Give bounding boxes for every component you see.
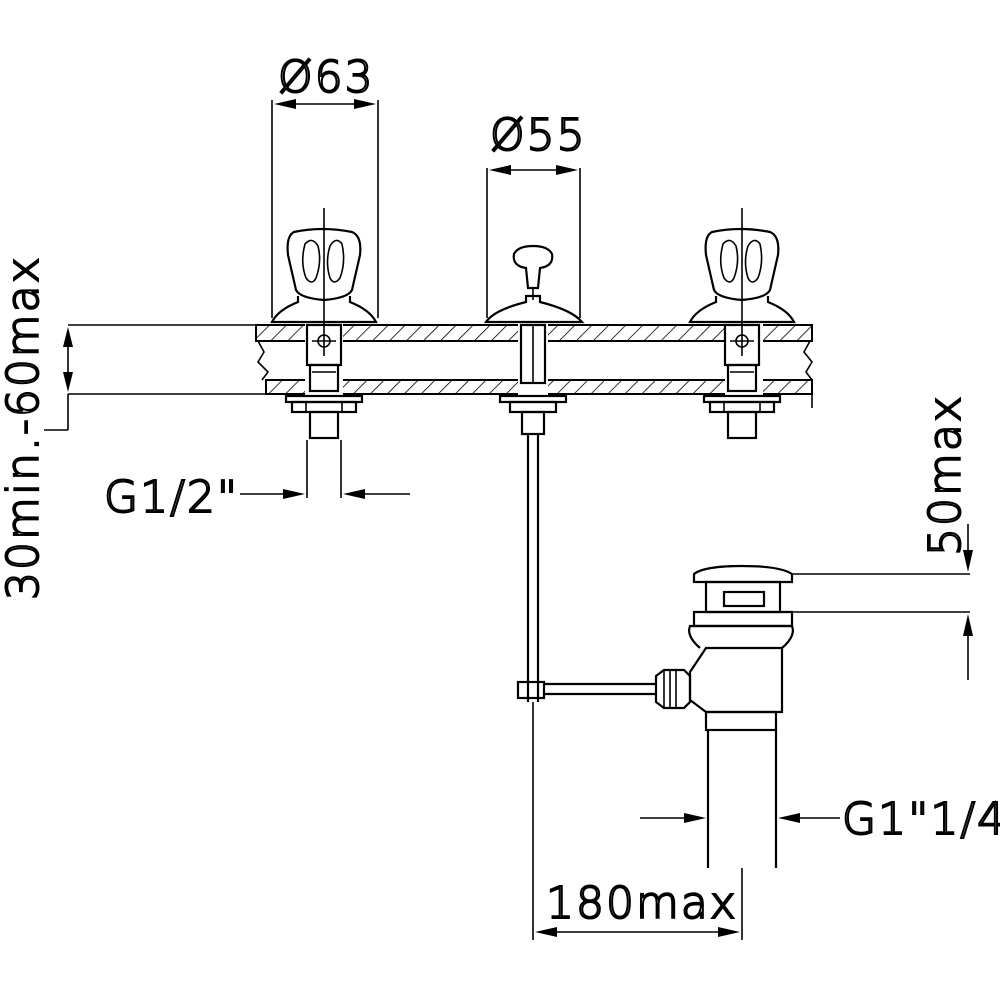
center-spout <box>483 244 585 702</box>
handle-diameter-label: Ø63 <box>278 52 375 103</box>
spout-diameter-label: Ø55 <box>490 110 587 161</box>
deck-thickness-dimension: 30min.-60max <box>0 254 266 601</box>
waste-thread-dimension: G1"1/4 <box>640 793 1000 846</box>
rod-distance-label: 180max <box>546 878 738 929</box>
drain-height-dimension: 50max <box>792 393 973 680</box>
handle-diameter-dimension: Ø63 <box>271 51 379 318</box>
supply-thread-label: G1/2" <box>104 472 239 523</box>
spout-diameter-dimension: Ø55 <box>486 109 587 318</box>
rod-distance-dimension: 180max <box>532 702 743 940</box>
left-handle-valve <box>270 208 378 440</box>
waste-thread-label: G1"1/4 <box>842 794 1000 845</box>
deck-thickness-label: 30min.-60max <box>0 255 49 600</box>
supply-thread-dimension: G1/2" <box>103 440 410 524</box>
drain-height-label: 50max <box>920 394 971 556</box>
pop-up-waste <box>516 564 794 868</box>
right-handle-valve <box>688 208 796 440</box>
